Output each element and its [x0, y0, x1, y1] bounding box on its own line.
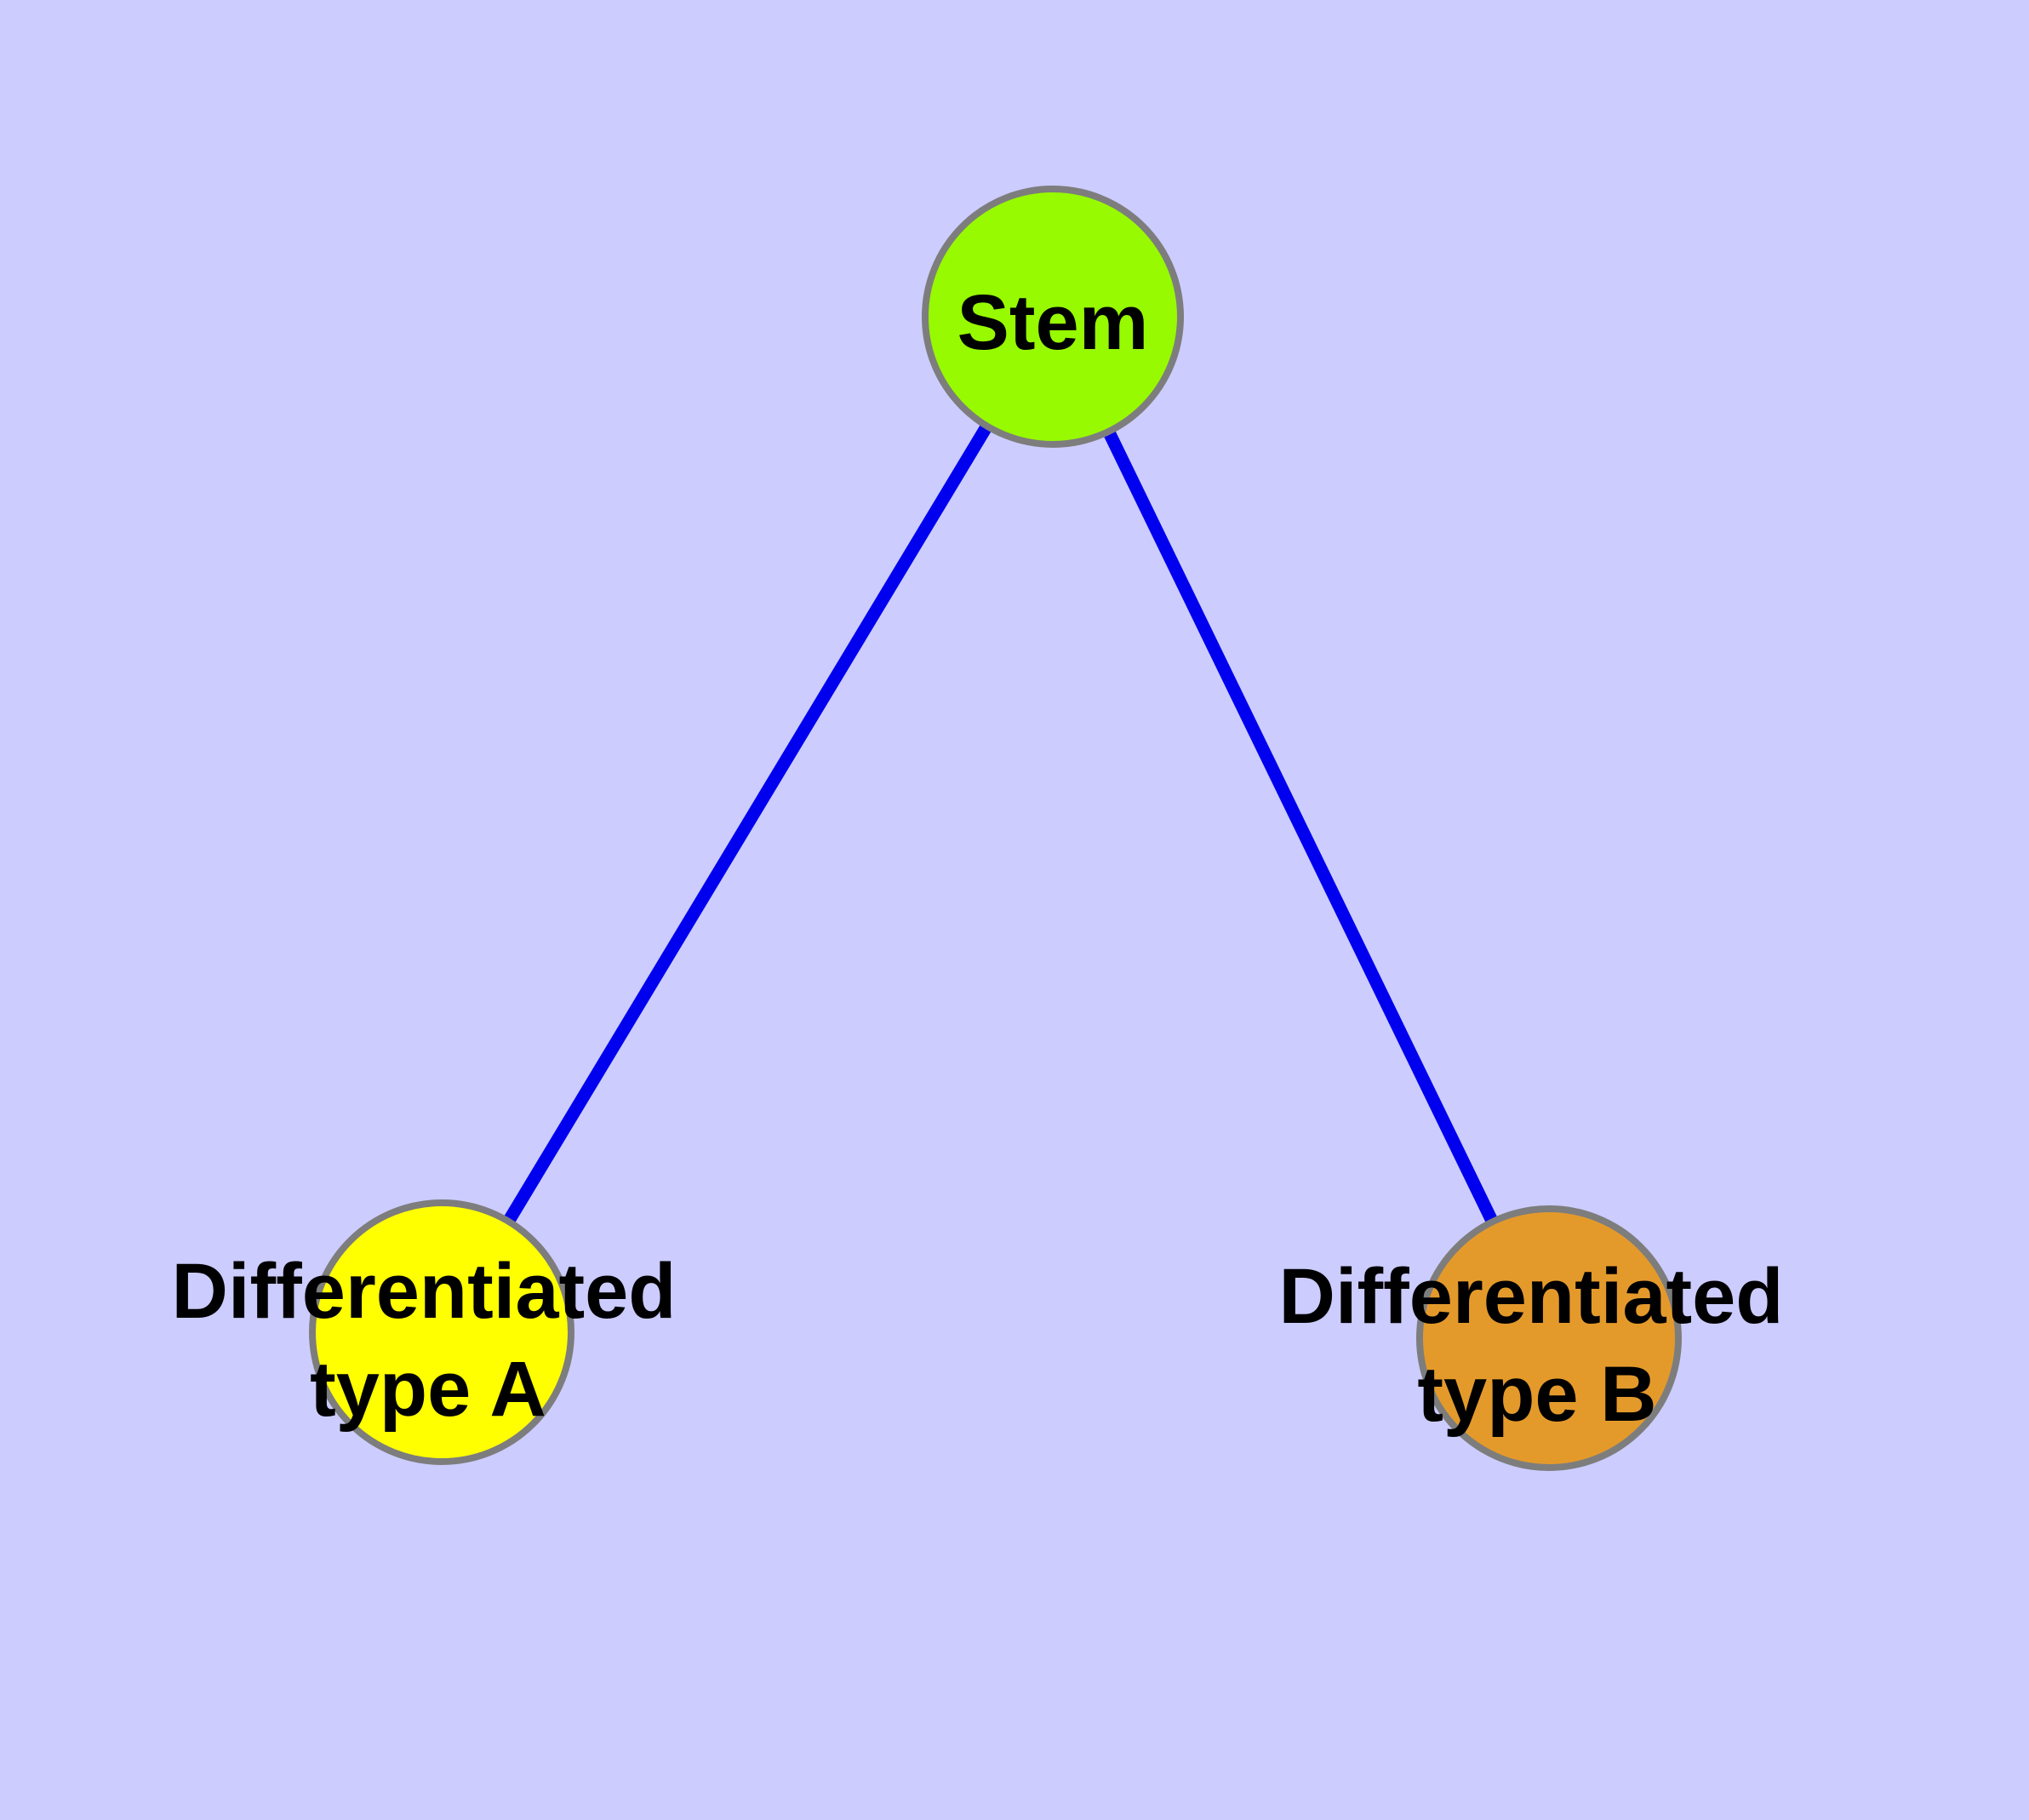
node-differentiated-type-a [309, 1199, 574, 1465]
node-type-b-label-line1: Differentiated [1279, 1253, 1784, 1340]
node-type-a-label-line2: type A [310, 1346, 546, 1433]
node-differentiated-type-b [1416, 1205, 1682, 1471]
edge-stem-to-type-a [436, 313, 1059, 1336]
node-type-a-label-line1: Differentiated [172, 1248, 677, 1335]
node-stem [922, 186, 1184, 448]
edge-stem-to-type-b [1047, 313, 1555, 1342]
node-type-b-label-line2: type B [1417, 1351, 1656, 1438]
node-stem-label: Stem [957, 279, 1149, 366]
